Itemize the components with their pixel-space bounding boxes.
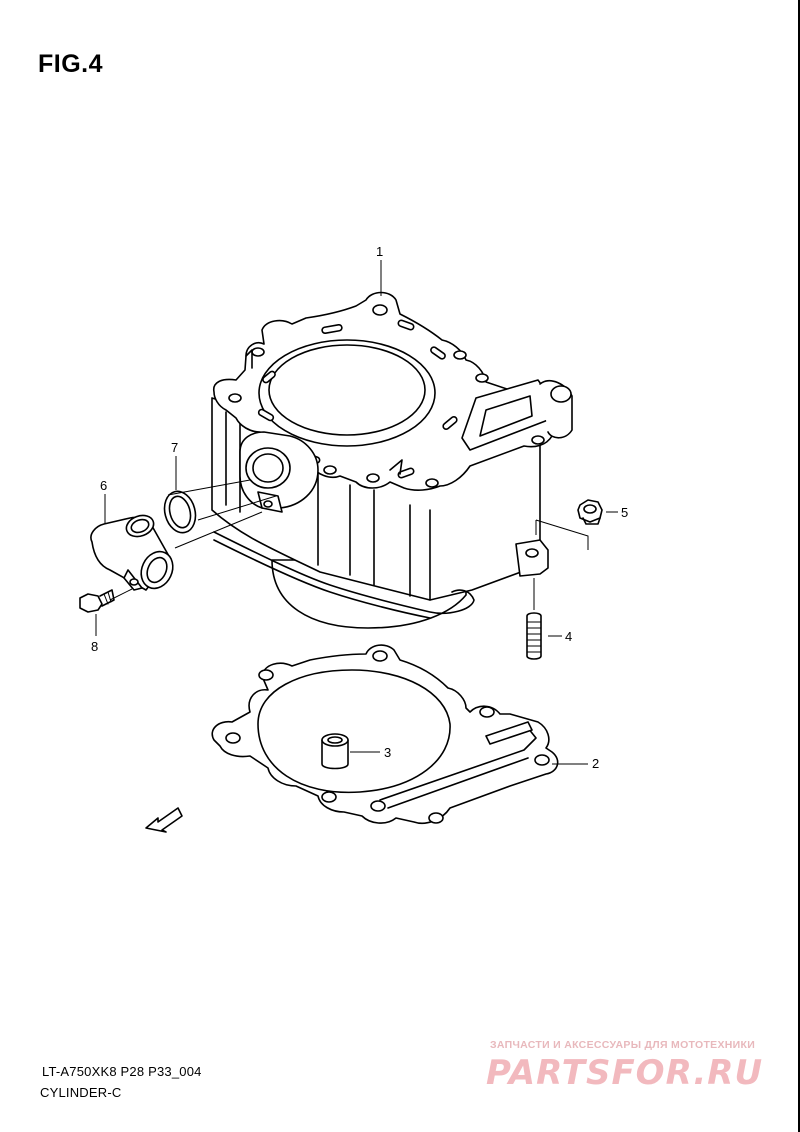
o-ring-part-7 (163, 490, 197, 534)
model-code: LT-A750XK8 P28 P33_004 (42, 1064, 202, 1079)
watermark-logo: PARTSFOR.RU (486, 1053, 764, 1093)
watermark-tagline: ЗАПЧАСТИ И АКСЕССУАРЫ ДЛЯ МОТОТЕХНИКИ (490, 1039, 756, 1051)
callout-3: 3 (384, 745, 391, 760)
callout-7: 7 (171, 440, 178, 455)
frame-border (798, 0, 800, 1132)
callout-6: 6 (100, 478, 107, 493)
callout-4: 4 (565, 629, 572, 644)
stud-bolt-part-4 (526, 612, 542, 660)
callout-5: 5 (621, 505, 628, 520)
nut-part-5 (577, 499, 603, 525)
callout-1: 1 (376, 244, 383, 259)
leader-lines (95, 260, 618, 765)
figure-title: FIG.4 (38, 50, 104, 78)
callout-8: 8 (91, 639, 98, 654)
cylinder-part-1 (211, 291, 573, 629)
cylinder-base-gasket-part-2 (211, 644, 559, 824)
water-outlet-pipe-part-6 (90, 514, 174, 591)
forward-direction-arrow (145, 807, 183, 833)
callout-2: 2 (592, 756, 599, 771)
section-name: CYLINDER-C (40, 1085, 122, 1100)
dowel-pin-part-3 (321, 733, 349, 770)
bolt-part-8 (79, 589, 115, 613)
